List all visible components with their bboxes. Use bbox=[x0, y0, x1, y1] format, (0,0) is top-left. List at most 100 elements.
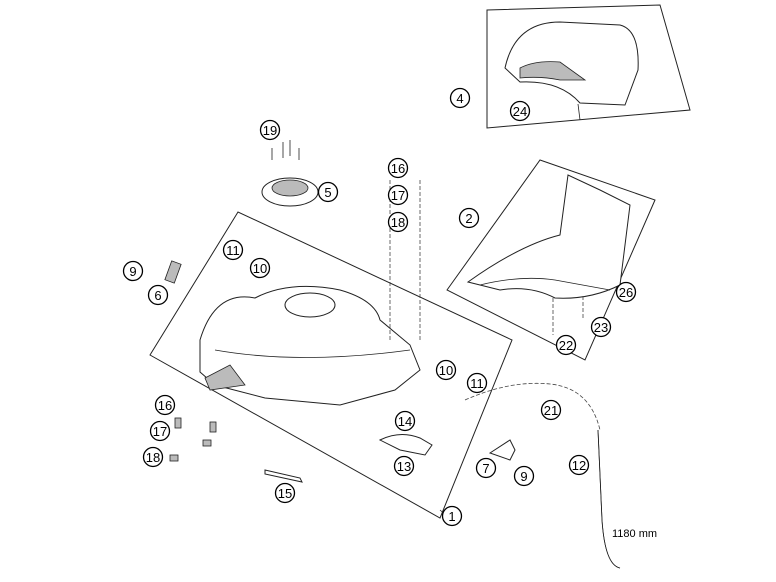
callout-circle bbox=[555, 334, 577, 356]
callout-number: 12 bbox=[572, 458, 586, 473]
callout-14: 14 bbox=[394, 410, 416, 432]
bracket-7 bbox=[488, 439, 516, 461]
callout-circle bbox=[393, 455, 415, 477]
callout-number: 15 bbox=[278, 486, 292, 501]
callout-number: 17 bbox=[391, 188, 405, 203]
callout-number: 18 bbox=[391, 215, 405, 230]
callout-circle bbox=[540, 399, 562, 421]
callout-26: 26 bbox=[615, 281, 637, 303]
callout-15: 15 bbox=[274, 482, 296, 504]
callout-number: 1 bbox=[448, 509, 455, 524]
hose-length-label: 1180 mm bbox=[612, 528, 657, 540]
callout-7: 7 bbox=[475, 457, 497, 479]
callout-11: 11 bbox=[466, 372, 488, 394]
bolts-19 bbox=[271, 140, 300, 160]
pump-13 bbox=[378, 434, 433, 456]
callout-9: 9 bbox=[122, 260, 144, 282]
callout-21: 21 bbox=[540, 399, 562, 421]
callout-circle bbox=[441, 505, 463, 527]
callout-number: 11 bbox=[470, 376, 484, 391]
callout-4: 4 bbox=[449, 87, 471, 109]
callout-circle bbox=[458, 207, 480, 229]
trim-15 bbox=[264, 469, 303, 483]
callout-19: 19 bbox=[259, 119, 281, 141]
callout-circle bbox=[513, 465, 535, 487]
callout-17: 17 bbox=[149, 420, 171, 442]
callout-number: 18 bbox=[146, 450, 160, 465]
callout-number: 4 bbox=[456, 91, 463, 106]
callout-number: 6 bbox=[154, 288, 161, 303]
callout-16: 16 bbox=[387, 157, 409, 179]
callout-number: 21 bbox=[544, 403, 558, 418]
frame-tank bbox=[149, 211, 513, 519]
callout-number: 2 bbox=[465, 211, 472, 226]
callout-10: 10 bbox=[249, 257, 271, 279]
callout-number: 9 bbox=[129, 264, 136, 279]
callout-16: 16 bbox=[154, 394, 176, 416]
callout-24: 24 bbox=[509, 100, 531, 122]
callout-circle bbox=[249, 257, 271, 279]
callout-12: 12 bbox=[568, 454, 590, 476]
callout-circle bbox=[475, 457, 497, 479]
callout-11: 11 bbox=[222, 239, 244, 261]
callout-circle bbox=[387, 211, 409, 233]
callout-number: 16 bbox=[391, 161, 405, 176]
callout-circle bbox=[509, 100, 531, 122]
callout-6: 6 bbox=[147, 284, 169, 306]
front-seat bbox=[466, 174, 631, 335]
fuel-tank bbox=[199, 180, 421, 406]
callout-circle bbox=[387, 184, 409, 206]
callout-circle bbox=[222, 239, 244, 261]
callout-number: 9 bbox=[520, 469, 527, 484]
callout-circle bbox=[394, 410, 416, 432]
hose-12 bbox=[464, 382, 621, 569]
callout-number: 5 bbox=[324, 185, 331, 200]
callout-number: 26 bbox=[619, 285, 633, 300]
callout-circle bbox=[449, 87, 471, 109]
callout-circle bbox=[149, 420, 171, 442]
callout-number: 10 bbox=[253, 261, 267, 276]
callout-1: 1 bbox=[441, 505, 463, 527]
callout-circle bbox=[590, 316, 612, 338]
callout-number: 7 bbox=[482, 461, 489, 476]
callout-circle bbox=[568, 454, 590, 476]
callout-13: 13 bbox=[393, 455, 415, 477]
callout-number: 16 bbox=[158, 398, 172, 413]
bracket-6 bbox=[164, 260, 182, 284]
callout-17: 17 bbox=[387, 184, 409, 206]
callout-circle bbox=[259, 119, 281, 141]
callout-circle bbox=[147, 284, 169, 306]
callout-circle bbox=[274, 482, 296, 504]
callout-circle bbox=[154, 394, 176, 416]
callout-9: 9 bbox=[513, 465, 535, 487]
callout-number: 22 bbox=[559, 338, 573, 353]
callout-18: 18 bbox=[387, 211, 409, 233]
callout-circle bbox=[466, 372, 488, 394]
callout-circle bbox=[317, 181, 339, 203]
callout-circle bbox=[122, 260, 144, 282]
callout-number: 14 bbox=[398, 414, 412, 429]
frame-seat-rear bbox=[486, 4, 691, 129]
fuel-cap bbox=[261, 177, 319, 207]
callout-23: 23 bbox=[590, 316, 612, 338]
callout-number: 11 bbox=[226, 243, 240, 258]
callout-10: 10 bbox=[435, 359, 457, 381]
fasteners-lower bbox=[169, 417, 217, 462]
callout-2: 2 bbox=[458, 207, 480, 229]
callout-number: 19 bbox=[263, 123, 277, 138]
callout-circle bbox=[615, 281, 637, 303]
callout-circle bbox=[435, 359, 457, 381]
callout-circle bbox=[142, 446, 164, 468]
callout-number: 23 bbox=[594, 320, 608, 335]
callout-number: 10 bbox=[439, 363, 453, 378]
callout-number: 24 bbox=[513, 104, 527, 119]
callout-5: 5 bbox=[317, 181, 339, 203]
callout-22: 22 bbox=[555, 334, 577, 356]
callout-circle bbox=[387, 157, 409, 179]
rear-seat-cover bbox=[504, 21, 639, 121]
callout-number: 17 bbox=[153, 424, 167, 439]
callout-18: 18 bbox=[142, 446, 164, 468]
